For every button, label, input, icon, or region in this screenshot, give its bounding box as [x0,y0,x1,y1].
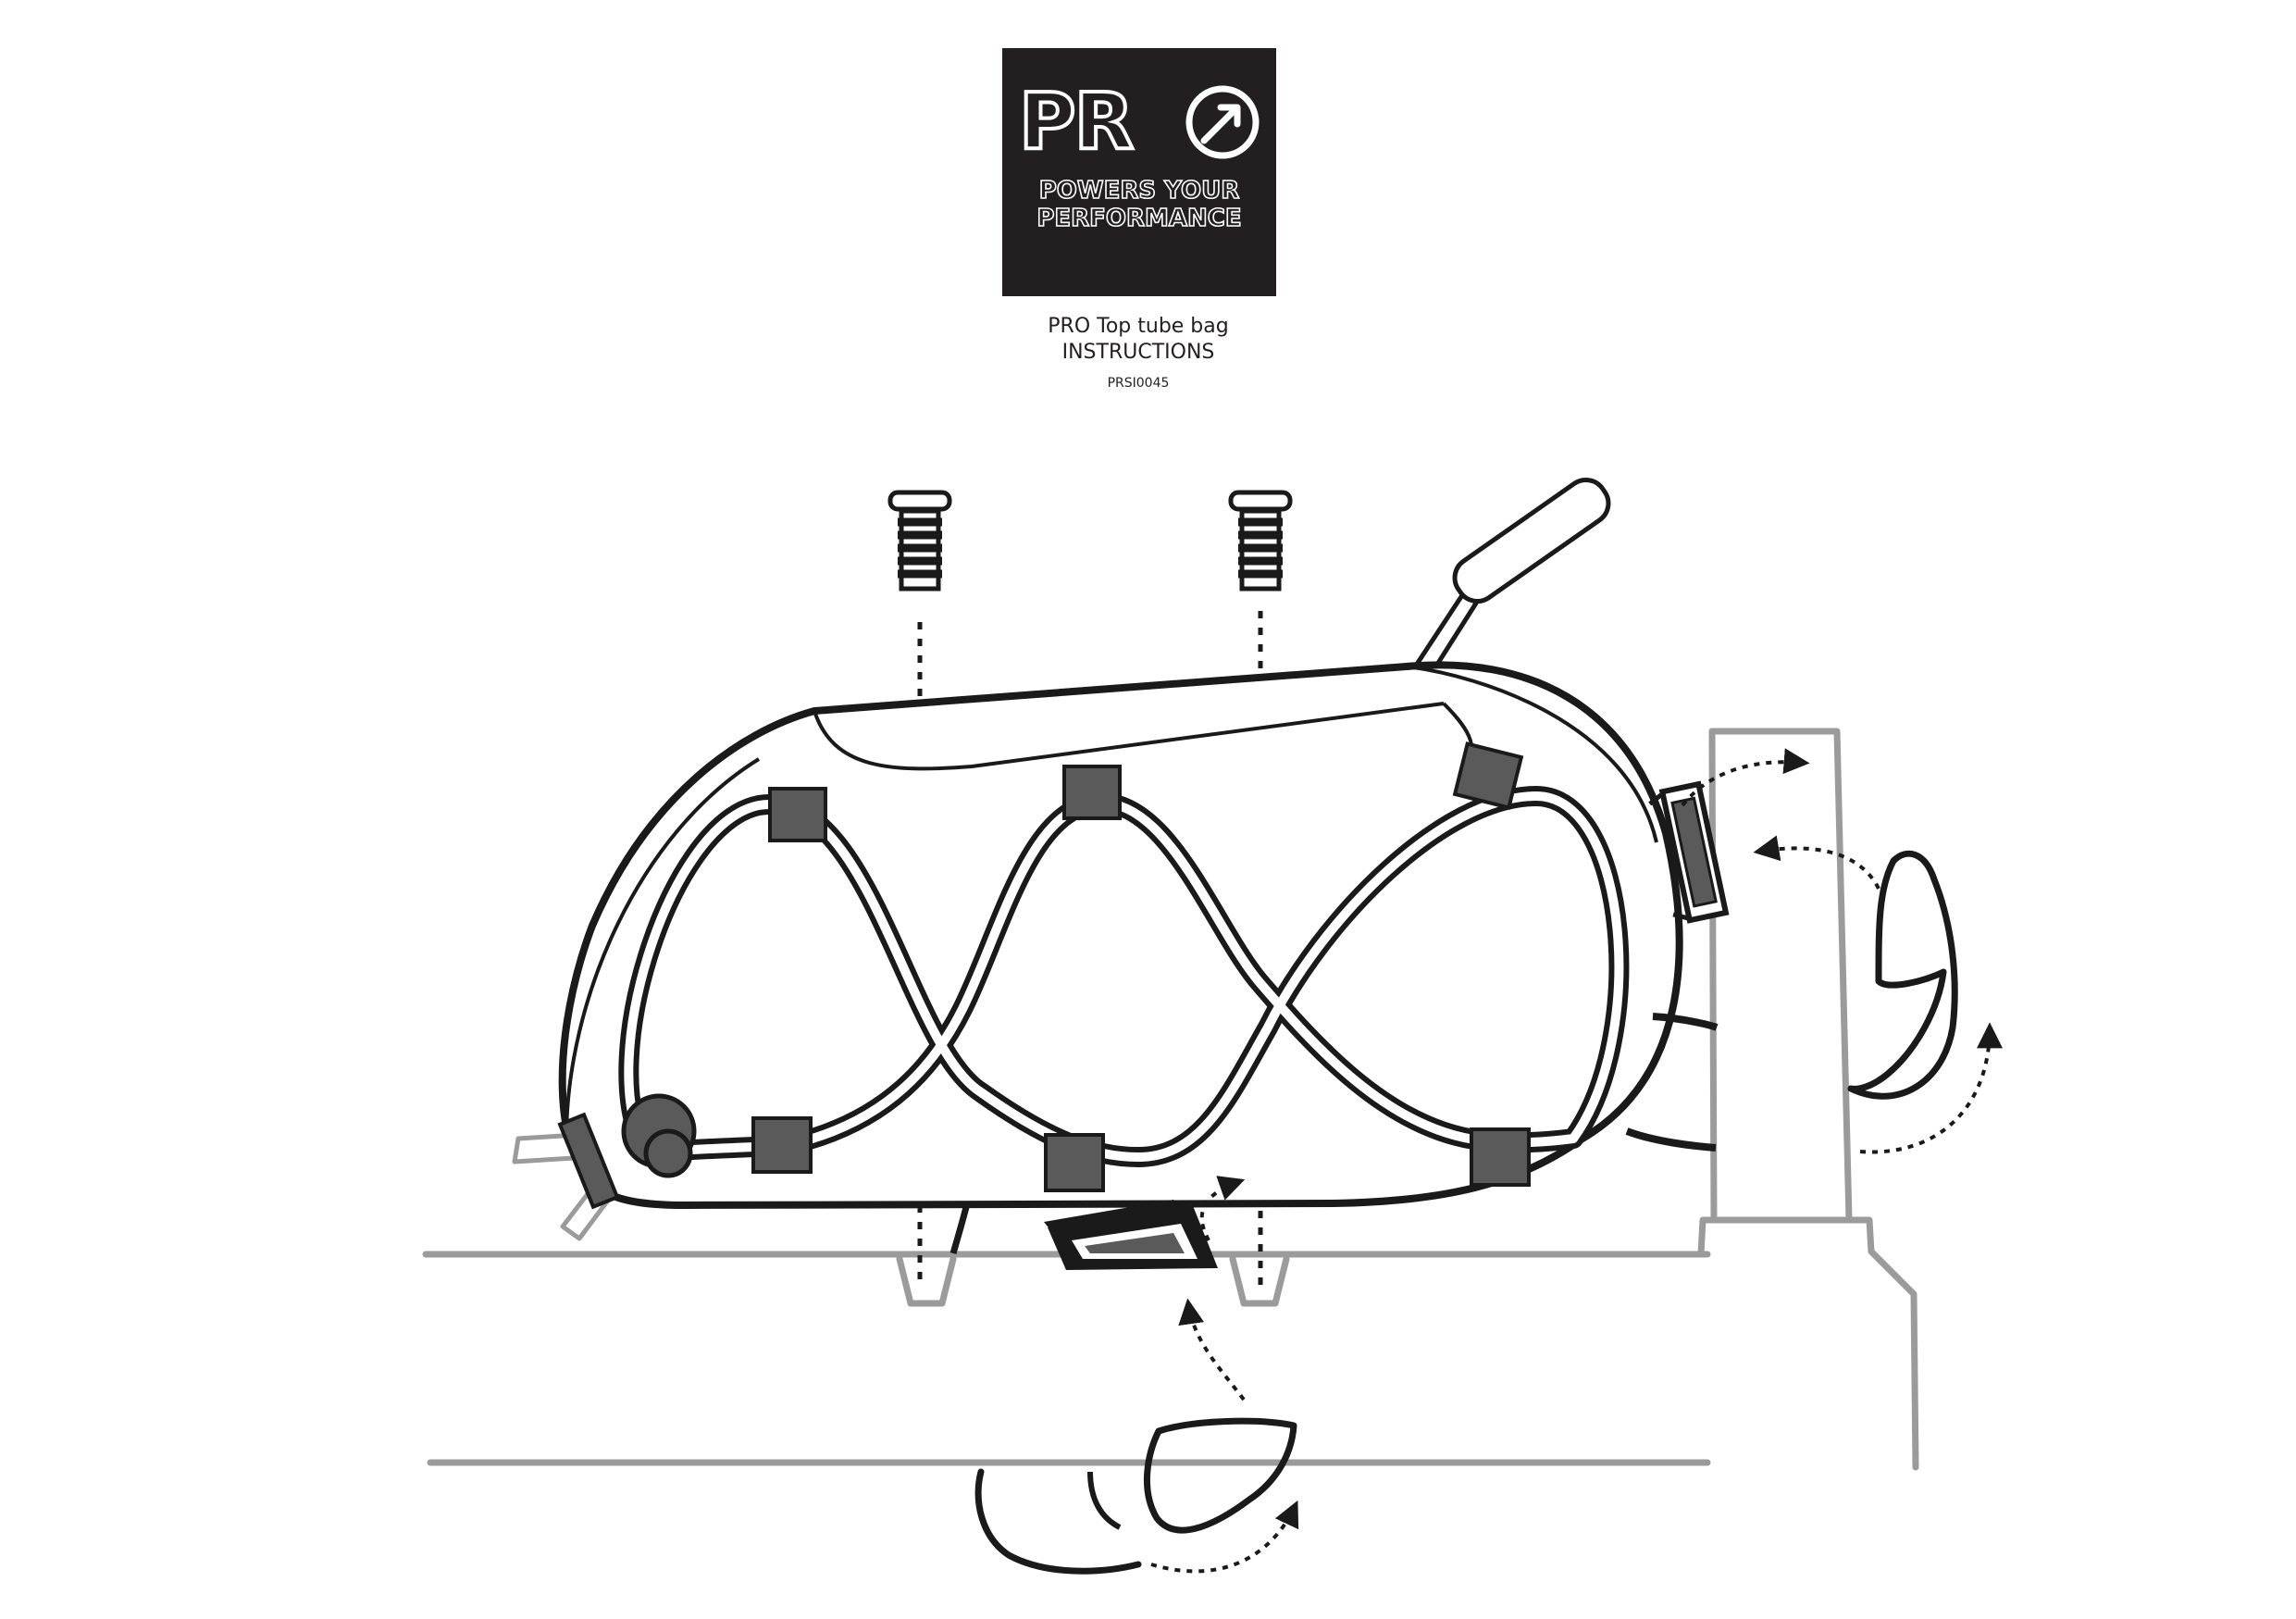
document-code: PRSI0045 [1107,376,1170,391]
top-tube-bag [557,661,1683,1210]
cord-anchor [768,787,827,842]
bag-outer-shell [558,661,1683,1209]
pro-logo-mark: PR POWERS YOUR PERFORMANCE [1017,74,1260,233]
bottom-strap-inner-fold [1087,1471,1122,1530]
cord-anchors [751,741,1531,1192]
cord-anchor [1470,1127,1531,1187]
logo-tagline-1: POWERS YOUR [1039,177,1240,205]
bottom-strap [949,1200,1297,1575]
logo-arrow-o-icon [1185,85,1260,159]
bolt-icon-left [887,490,952,592]
stem-strap [1625,780,1958,1152]
cord-lock-icon [621,1093,697,1178]
zipper-pull [1410,477,1611,681]
buckle-icon-stem [1648,780,1730,924]
bungee-cord [618,785,1630,1168]
bolt-icon-right [1228,490,1293,592]
cord-anchor [1062,765,1122,820]
arrow-icon [1681,748,1810,807]
bottom-strap-band [949,1206,970,1254]
stem-lower-edge [1697,728,1718,1258]
arrow-icon [1150,1500,1299,1574]
document-subtitle: INSTRUCTIONS [1061,341,1215,364]
cord-anchor [1044,1133,1105,1192]
logo-wordmark: PR [1019,76,1133,167]
bolt-boss-right [1229,1255,1290,1307]
cord-anchor [1452,741,1524,810]
bag-seam-front [565,757,761,1140]
stem-outline [1708,728,1919,1471]
stem-strap-loose-end [1847,850,1958,1100]
stem-strap-band [1625,1013,1719,1152]
pro-logo: PR POWERS YOUR PERFORMANCE [1002,48,1276,296]
buckle-icon-bottom [1048,1203,1218,1270]
bag-seam-top [813,702,1445,771]
rear-clip [557,1112,620,1210]
document-title: PRO Top tube bag [1048,315,1229,338]
arrow-icon [1199,1176,1246,1241]
cord-anchor [751,1116,813,1174]
routing-arrows [1150,748,2003,1574]
logo-tagline-2: PERFORMANCE [1036,205,1241,232]
arrow-icon [1859,1022,2003,1154]
bolt-boss-left [896,1255,957,1307]
arrow-icon [1753,835,1880,890]
arrow-icon [1178,1298,1246,1401]
bottom-strap-loose-end [974,1417,1297,1575]
